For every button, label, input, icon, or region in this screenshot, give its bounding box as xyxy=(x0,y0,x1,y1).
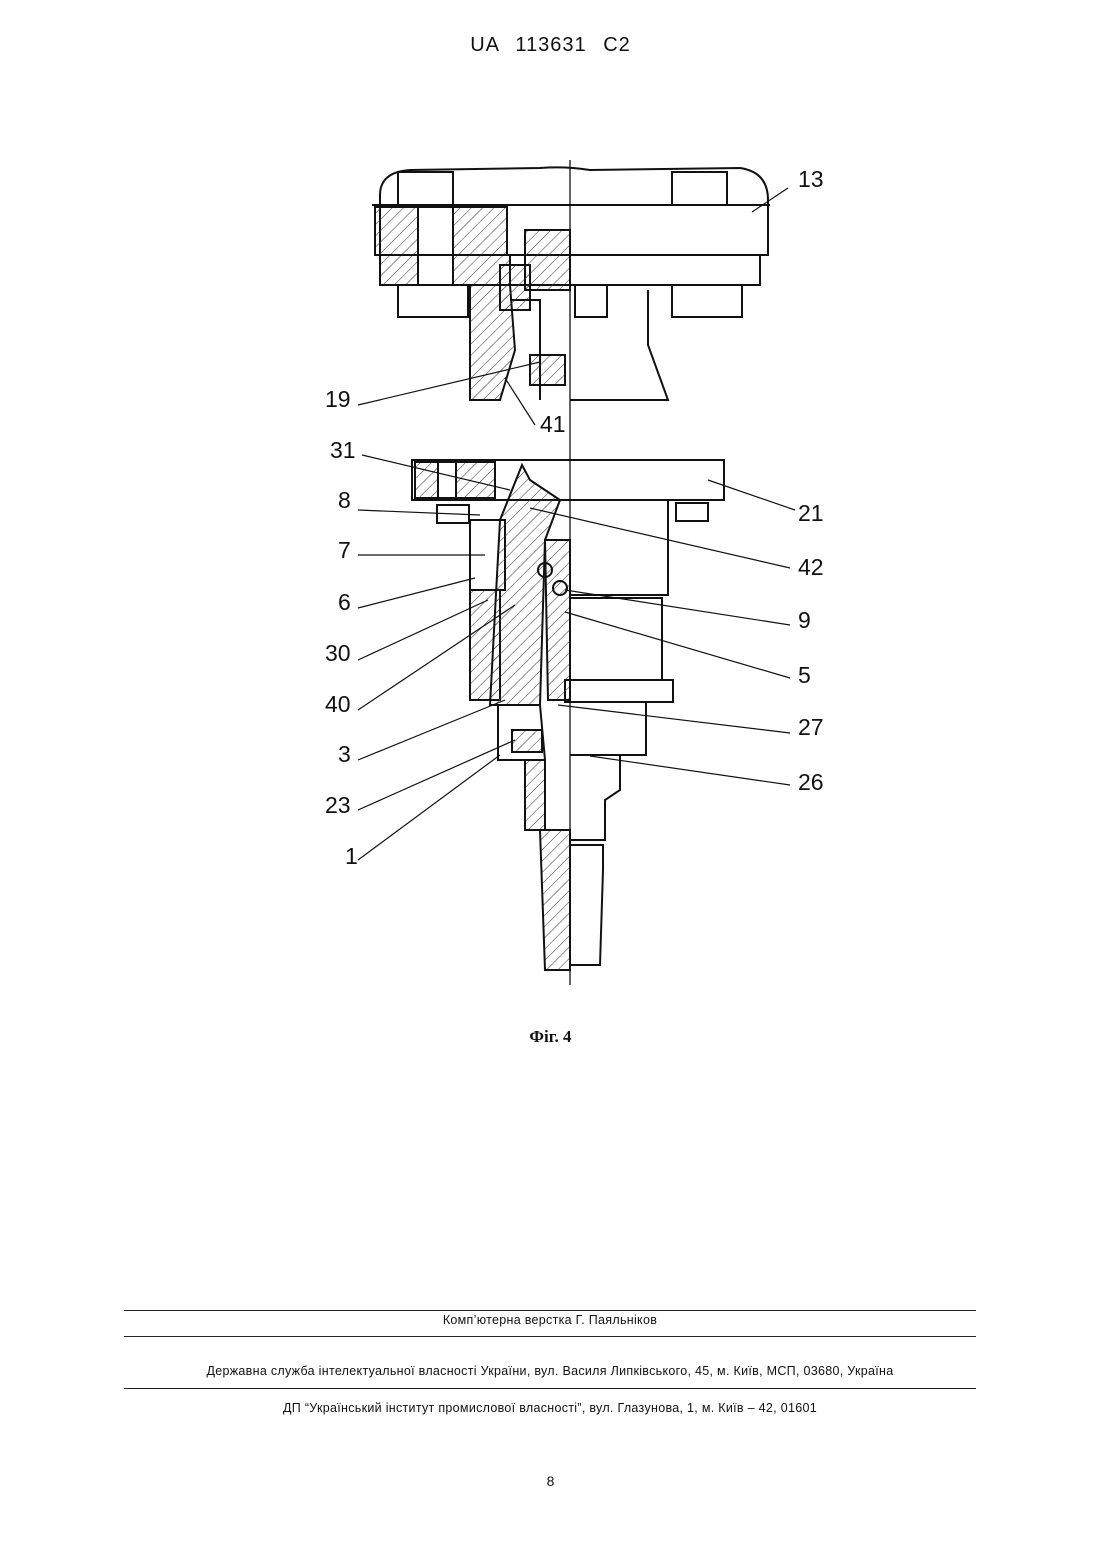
part-label-42: 42 xyxy=(798,554,824,580)
footer-rule-middle xyxy=(124,1336,976,1337)
part-label-40: 40 xyxy=(325,691,351,717)
part-label-1: 1 xyxy=(345,843,358,869)
part-label-6: 6 xyxy=(338,589,351,615)
patent-number-header: UA 113631 C2 xyxy=(0,34,1101,57)
part-label-3: 3 xyxy=(338,741,351,767)
part-label-27: 27 xyxy=(798,714,824,740)
part-label-8: 8 xyxy=(338,487,351,513)
part-label-13: 13 xyxy=(798,166,824,192)
part-label-21: 21 xyxy=(798,500,824,526)
leader-lines xyxy=(358,188,795,860)
upper-assembly xyxy=(372,167,770,400)
part-label-5: 5 xyxy=(798,662,811,688)
lower-assembly xyxy=(412,460,724,970)
typesetting-credit: Комп’ютерна верстка Г. Паяльніков xyxy=(124,1313,976,1327)
part-label-30: 30 xyxy=(325,640,351,666)
footer-rule-bottom xyxy=(124,1388,976,1389)
part-label-19: 19 xyxy=(325,386,351,412)
part-label-41: 41 xyxy=(540,411,566,437)
agency-address: Державна служба інтелектуальної власност… xyxy=(124,1364,976,1378)
page-number: 8 xyxy=(0,1473,1101,1489)
part-label-23: 23 xyxy=(325,792,351,818)
part-label-26: 26 xyxy=(798,769,824,795)
part-label-7: 7 xyxy=(338,537,351,563)
technical-drawing: 13 19 41 31 21 8 42 7 6 9 30 5 40 27 3 2… xyxy=(300,150,860,1010)
institute-address: ДП “Український інститут промислової вла… xyxy=(124,1401,976,1415)
part-label-9: 9 xyxy=(798,607,811,633)
part-label-31: 31 xyxy=(330,437,356,463)
footer-rule-top xyxy=(124,1310,976,1311)
figure-caption: Фіг. 4 xyxy=(0,1027,1101,1047)
